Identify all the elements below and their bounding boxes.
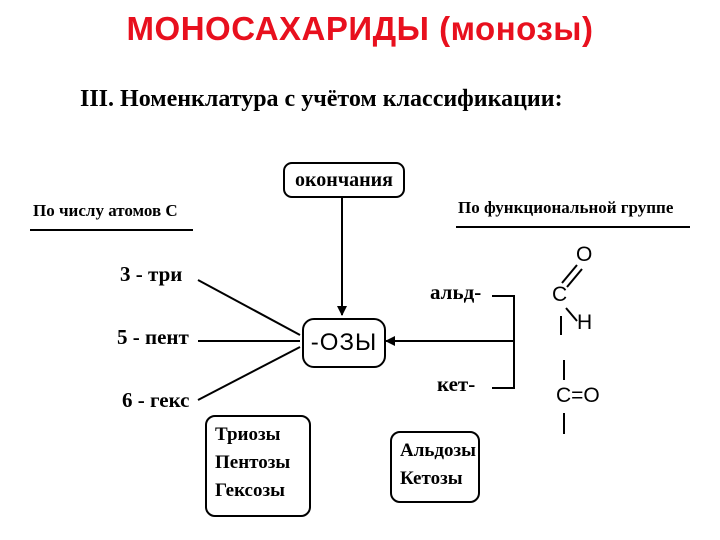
connector-tri — [197, 279, 301, 336]
connector-geks — [197, 346, 301, 401]
prefix-pent: 5 - пент — [117, 325, 189, 349]
name-ketoses: Кетозы — [400, 468, 463, 489]
aldehyde-hydrogen: H — [577, 311, 593, 334]
carbon-count-names-box: Триозы Пентозы Гексозы — [205, 415, 311, 517]
endings-label: окончания — [295, 169, 393, 191]
aldehyde-double-bond-1 — [561, 264, 578, 284]
aldehyde-carbon: C — [552, 283, 568, 306]
carbon-count-heading: По числу атомов С — [33, 201, 178, 220]
suffix-ozy-box: -ОЗЫ — [302, 318, 386, 368]
name-aldoses: Альдозы — [400, 440, 477, 461]
endings-label-box: окончания — [283, 162, 405, 198]
functional-group-heading: По функциональной группе — [458, 198, 674, 217]
name-pentoses: Пентозы — [215, 452, 291, 473]
prefix-ald: альд- — [430, 280, 482, 304]
suffix-ozy: -ОЗЫ — [310, 329, 378, 356]
aldehyde-oxygen: O — [576, 243, 593, 266]
name-hexoses: Гексозы — [215, 480, 285, 501]
prefix-geks: 6 - гекс — [122, 388, 190, 412]
prefix-ket: кет- — [437, 372, 476, 396]
prefix-tri: 3 - три — [120, 262, 183, 286]
name-trioses: Триозы — [215, 424, 281, 445]
aldehyde-double-bond-2 — [566, 268, 583, 288]
functional-group-names-box: Альдозы Кетозы — [390, 431, 480, 503]
aldehyde-h-bond — [565, 307, 578, 322]
slide-title: МОНОСАХАРИДЫ (монозы) — [126, 10, 594, 47]
section-heading: III. Номенклатура с учётом классификации… — [80, 86, 563, 112]
ketone-group: C=O — [556, 384, 600, 407]
